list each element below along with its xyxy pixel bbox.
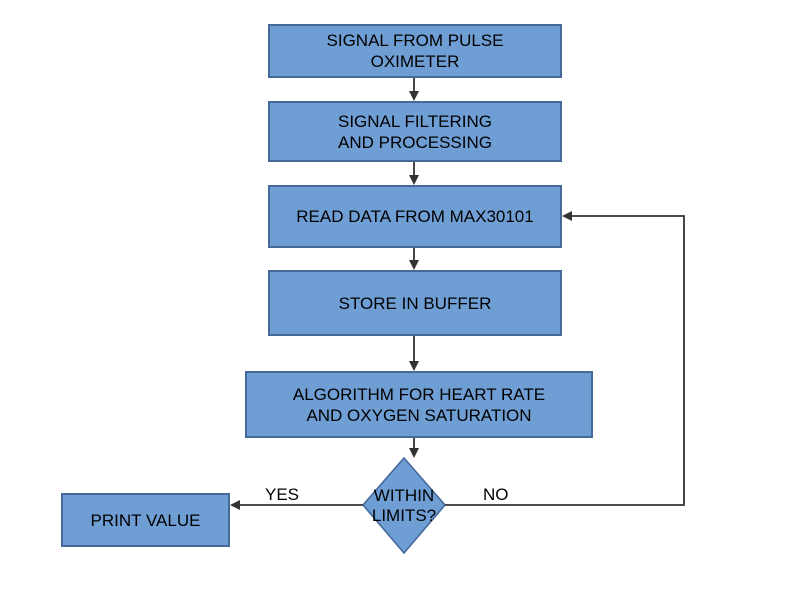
- node-within-limits: WITHIN LIMITS?: [353, 458, 455, 553]
- node-label-line: STORE IN BUFFER: [338, 293, 492, 313]
- edge-label-no: NO: [483, 485, 509, 504]
- node-label-line: AND OXYGEN SATURATION: [306, 405, 532, 425]
- node-label-line: SIGNAL FILTERING: [338, 111, 492, 131]
- node-label-line: ALGORITHM FOR HEART RATE: [292, 384, 546, 404]
- node-label-line: LIMITS?: [371, 505, 437, 525]
- node-store-in-buffer: STORE IN BUFFER: [268, 270, 562, 336]
- node-print-value: PRINT VALUE: [61, 493, 230, 547]
- node-signal-filtering: SIGNAL FILTERING AND PROCESSING: [268, 101, 562, 162]
- node-label-line: OXIMETER: [370, 52, 460, 71]
- arrow-readdata-to-buffer: [409, 248, 419, 270]
- arrow-decision-no-to-readdata: [445, 211, 685, 506]
- node-label-line: READ DATA FROM MAX30101: [296, 207, 534, 226]
- arrow-buffer-to-algorithm: [409, 336, 419, 371]
- edge-label-yes: YES: [265, 485, 300, 504]
- node-label-line: PRINT VALUE: [90, 510, 201, 530]
- arrow-decision-yes-to-print: [230, 500, 363, 510]
- arrow-algorithm-to-decision: [409, 438, 419, 458]
- arrow-oximeter-to-filtering: [409, 78, 419, 101]
- node-read-data-max30101: READ DATA FROM MAX30101: [268, 185, 562, 248]
- node-algorithm: ALGORITHM FOR HEART RATE AND OXYGEN SATU…: [245, 371, 593, 438]
- node-label-line: WITHIN: [373, 485, 435, 505]
- node-label-line: AND PROCESSING: [338, 132, 492, 152]
- node-signal-from-pulse-oximeter: SIGNAL FROM PULSE OXIMETER: [268, 24, 562, 78]
- decision-diamond-shape: [361, 456, 447, 555]
- arrow-filtering-to-readdata: [409, 162, 419, 185]
- node-label-line: SIGNAL FROM PULSE: [326, 31, 504, 50]
